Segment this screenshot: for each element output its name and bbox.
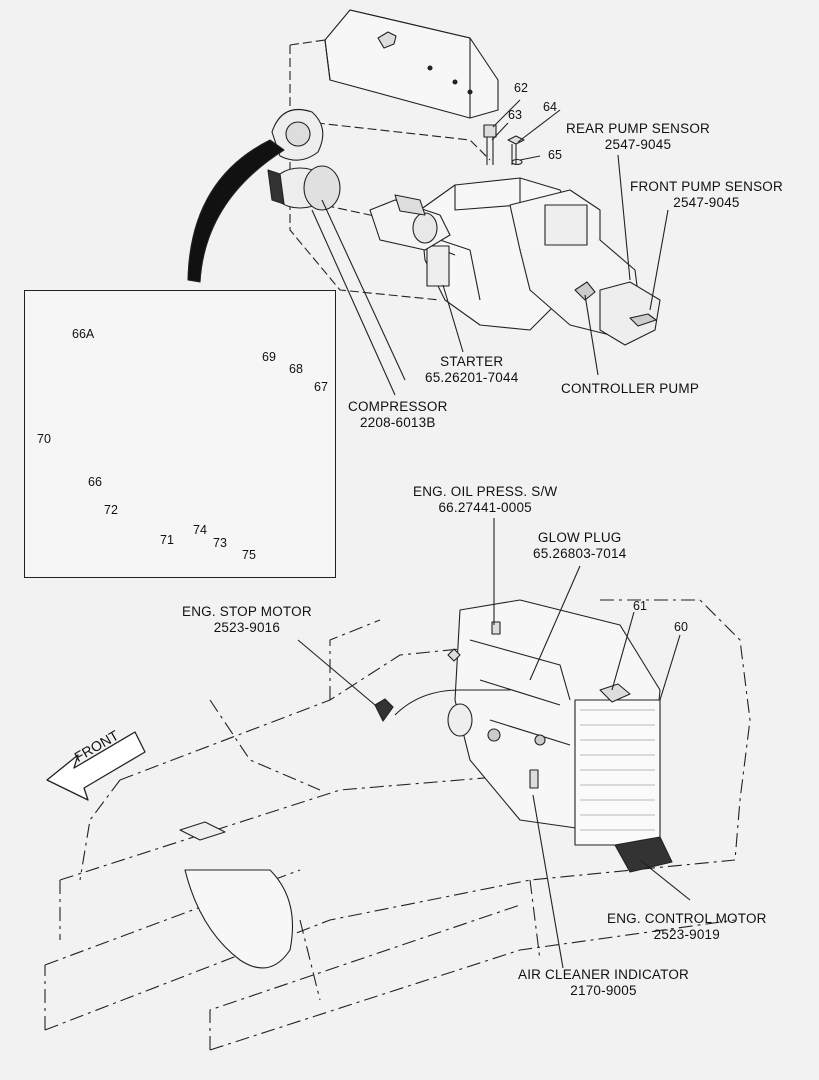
callout-67: 67 bbox=[314, 380, 328, 394]
callout-68: 68 bbox=[289, 362, 303, 376]
control-motor-label: ENG. CONTROL MOTOR 2523-9019 bbox=[607, 911, 767, 942]
leader-lines-bottom bbox=[297, 518, 691, 969]
front-pump-sensor-label: FRONT PUMP SENSOR 2547-9045 bbox=[630, 179, 783, 210]
alternator-inset bbox=[24, 290, 336, 578]
stop-motor-label: ENG. STOP MOTOR 2523-9016 bbox=[182, 604, 312, 635]
callout-64: 64 bbox=[543, 100, 557, 114]
callout-62: 62 bbox=[514, 81, 528, 95]
callout-72: 72 bbox=[104, 503, 118, 517]
engine-lower-drawing bbox=[179, 599, 673, 969]
controller-pump-label: CONTROLLER PUMP bbox=[561, 381, 700, 396]
callout-60: 60 bbox=[674, 620, 688, 634]
callout-66a: 66A bbox=[72, 327, 95, 341]
callout-74: 74 bbox=[193, 523, 207, 537]
callout-61: 61 bbox=[633, 599, 647, 613]
compressor-label: COMPRESSOR 2208-6013B bbox=[348, 399, 448, 430]
callout-63: 63 bbox=[508, 108, 522, 122]
callout-70: 70 bbox=[37, 432, 51, 446]
callout-71: 71 bbox=[160, 533, 174, 547]
rear-pump-sensor-label: REAR PUMP SENSOR 2547-9045 bbox=[566, 121, 710, 152]
starter-label: STARTER 65.26201-7044 bbox=[425, 354, 519, 385]
callout-69: 69 bbox=[262, 350, 276, 364]
callout-66: 66 bbox=[88, 475, 102, 489]
callout-65: 65 bbox=[548, 148, 562, 162]
callout-73: 73 bbox=[213, 536, 227, 550]
air-cleaner-label: AIR CLEANER INDICATOR 2170-9005 bbox=[518, 967, 689, 998]
oil-press-label: ENG. OIL PRESS. S/W 66.27441-0005 bbox=[413, 484, 558, 515]
glow-plug-label: GLOW PLUG 65.26803-7014 bbox=[533, 530, 627, 561]
front-arrow-icon bbox=[46, 731, 146, 801]
engine-block-drawing bbox=[187, 9, 661, 346]
callout-75: 75 bbox=[242, 548, 256, 562]
leader-lines-top bbox=[311, 99, 669, 396]
